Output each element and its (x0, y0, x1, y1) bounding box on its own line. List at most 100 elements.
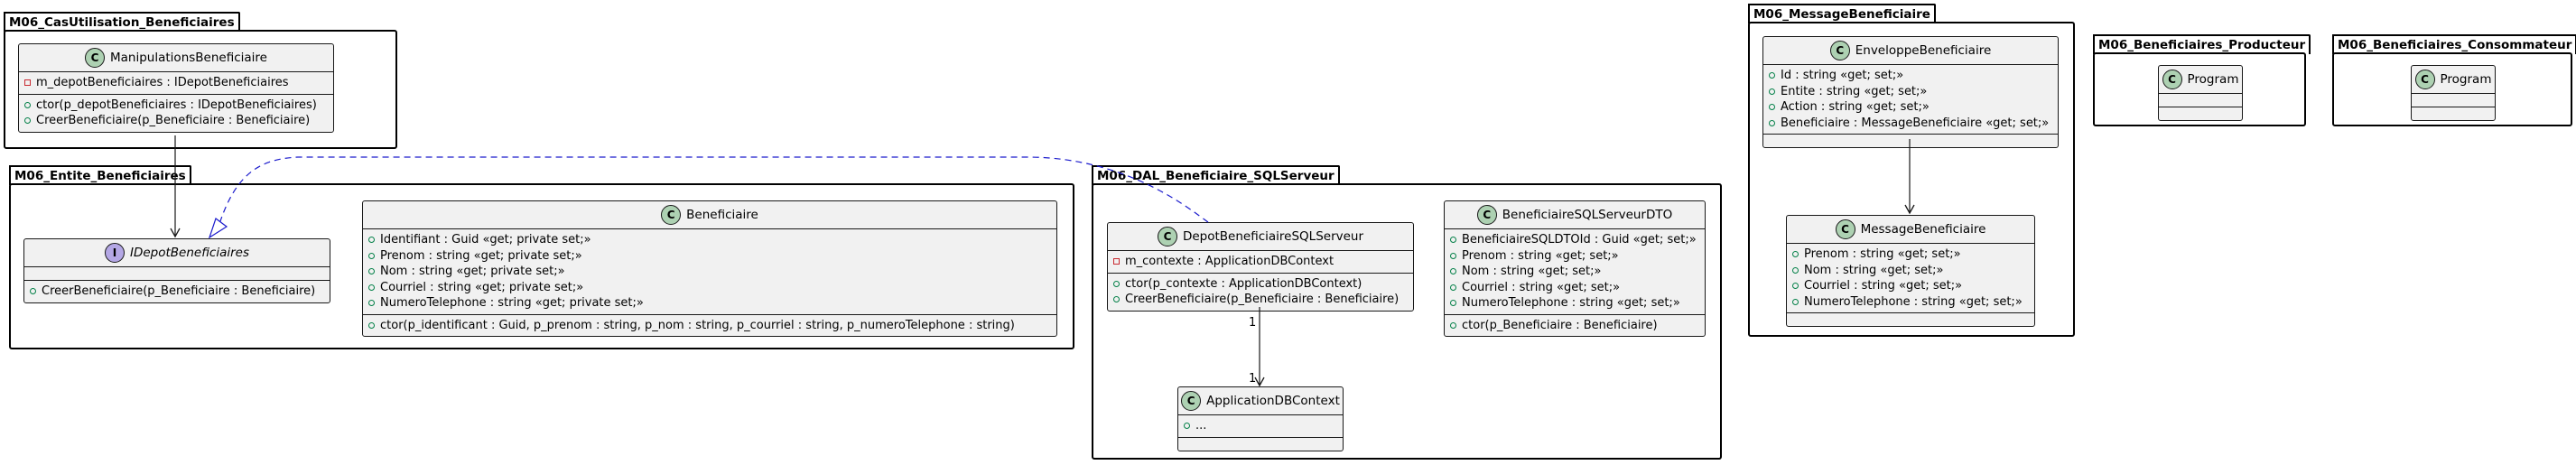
method: ctor(p_contexte : ApplicationDBContext) (1125, 276, 1362, 291)
package-title: M06_Beneficiaires_Producteur (2093, 34, 2311, 54)
public-icon (1450, 300, 1456, 307)
package-title: M06_MessageBeneficiaire (1748, 4, 1936, 23)
interface-idepot-beneficiaires[interactable]: I IDepotBeneficiaires CreerBeneficiaire(… (23, 238, 330, 303)
class-name: Program (2187, 72, 2239, 87)
methods-section: ctor(p_Beneficiaire : Beneficiaire) (1445, 315, 1705, 337)
public-icon (1450, 284, 1456, 291)
method: ctor(p_depotBeneficiaires : IDepotBenefi… (36, 98, 317, 112)
public-icon (1792, 283, 1799, 290)
class-icon: C (1157, 227, 1177, 246)
class-name: EnveloppeBeneficiaire (1855, 43, 1992, 58)
fields-section (24, 267, 330, 281)
methods-section: ctor(p_contexte : ApplicationDBContext) … (1108, 274, 1413, 311)
public-icon (1450, 237, 1456, 244)
package-title: M06_DAL_Beneficiaire_SQLServeur (1092, 165, 1340, 185)
class-message-beneficiaire[interactable]: C MessageBeneficiaire Prenom : string «g… (1786, 215, 2035, 327)
class-beneficiaire-sqlserveur-dto[interactable]: C BeneficiaireSQLServeurDTO Beneficiaire… (1444, 200, 1706, 337)
class-icon: C (2414, 70, 2435, 89)
methods-section: ctor(p_depotBeneficiaires : IDepotBenefi… (19, 95, 333, 132)
methods-section (2412, 107, 2495, 120)
public-icon (1113, 280, 1120, 287)
methods-section (2159, 107, 2242, 120)
field: Prenom : string «get; set;» (1804, 247, 1961, 261)
fields-section: Prenom : string «get; set;» Nom : string… (1787, 244, 2034, 313)
public-icon (368, 237, 375, 244)
public-icon (368, 284, 375, 291)
field: NumeroTelephone : string «get; set;» (1462, 296, 1680, 310)
class-name: DepotBeneficiaireSQLServeur (1182, 229, 1364, 244)
class-icon: C (85, 48, 106, 68)
class-icon: C (1476, 205, 1497, 225)
public-icon (1792, 251, 1799, 258)
method: ctor(p_identificant : Guid, p_prenom : s… (380, 318, 1015, 332)
class-name: Beneficiaire (686, 208, 758, 222)
method: ctor(p_Beneficiaire : Beneficiaire) (1462, 318, 1658, 332)
public-icon (368, 268, 375, 275)
field: BeneficiaireSQLDTOId : Guid «get; set;» (1462, 233, 1697, 246)
class-name: IDepotBeneficiaires (129, 246, 250, 260)
field: Beneficiaire : MessageBeneficiaire «get;… (1781, 116, 2050, 130)
class-icon: C (2162, 70, 2182, 89)
methods-section (1787, 313, 2034, 326)
class-icon: C (1181, 391, 1202, 411)
public-icon (1792, 298, 1799, 305)
field: Courriel : string «get; set;» (1804, 279, 1963, 293)
public-icon (1450, 321, 1456, 329)
method: CreerBeneficiaire(p_Beneficiaire : Benef… (36, 114, 311, 127)
class-icon: C (1835, 219, 1855, 239)
public-icon (24, 117, 31, 125)
field: Nom : string «get; set;» (1462, 265, 1602, 278)
field: NumeroTelephone : string «get; set;» (1804, 294, 2023, 309)
field: Identifiant : Guid «get; private set;» (380, 233, 591, 246)
private-icon (1113, 258, 1120, 265)
field: Courriel : string «get; private set;» (380, 280, 584, 294)
class-application-db-context[interactable]: C ApplicationDBContext ... (1177, 386, 1344, 451)
fields-section: m_depotBeneficiaires : IDepotBeneficiair… (19, 72, 333, 95)
field: Prenom : string «get; set;» (1462, 248, 1619, 263)
public-icon (30, 288, 36, 295)
field: ... (1195, 419, 1207, 432)
public-icon (1769, 104, 1775, 111)
field: NumeroTelephone : string «get; private s… (380, 296, 644, 310)
class-beneficiaire[interactable]: C Beneficiaire Identifiant : Guid «get; … (362, 200, 1057, 337)
field: Nom : string «get; private set;» (380, 265, 565, 278)
public-icon (1792, 266, 1799, 274)
public-icon (368, 321, 375, 329)
package-title: M06_Beneficiaires_Consommateur (2332, 34, 2576, 54)
public-icon (24, 101, 31, 108)
field: Id : string «get; set;» (1781, 69, 1904, 82)
methods-section: CreerBeneficiaire(p_Beneficiaire : Benef… (24, 281, 330, 302)
public-icon (368, 252, 375, 259)
public-icon (1450, 252, 1456, 259)
class-icon: C (1829, 41, 1850, 60)
class-depot-beneficiaire-sqlserveur[interactable]: C DepotBeneficiaireSQLServeur m_contexte… (1107, 222, 1414, 312)
package-title: M06_Entite_Beneficiaires (9, 165, 191, 185)
public-icon (1450, 268, 1456, 275)
methods-section: ctor(p_identificant : Guid, p_prenom : s… (363, 315, 1056, 337)
methods-section (1763, 135, 2058, 147)
public-icon (1184, 423, 1190, 430)
method: CreerBeneficiaire(p_Beneficiaire : Benef… (1125, 293, 1400, 306)
class-name: ApplicationDBContext (1206, 394, 1340, 408)
field: m_depotBeneficiaires : IDepotBeneficiair… (36, 76, 289, 89)
public-icon (1769, 119, 1775, 126)
class-manipulations-beneficiaire[interactable]: C ManipulationsBeneficiaire m_depotBenef… (18, 43, 334, 133)
class-name: Program (2440, 72, 2492, 87)
class-enveloppe-beneficiaire[interactable]: C EnveloppeBeneficiaire Id : string «get… (1762, 36, 2059, 148)
fields-section: Identifiant : Guid «get; private set;» P… (363, 229, 1056, 315)
field: Nom : string «get; set;» (1804, 263, 1944, 277)
class-program-producteur[interactable]: C Program (2158, 65, 2243, 121)
fields-section: Id : string «get; set;» Entite : string … (1763, 65, 2058, 135)
class-name: ManipulationsBeneficiaire (110, 51, 267, 65)
class-name: MessageBeneficiaire (1860, 222, 1986, 237)
interface-icon: I (104, 243, 125, 263)
field: Prenom : string «get; private set;» (380, 248, 582, 263)
method: CreerBeneficiaire(p_Beneficiaire : Benef… (42, 284, 316, 298)
class-program-consommateur[interactable]: C Program (2411, 65, 2496, 121)
public-icon (368, 300, 375, 307)
fields-section: ... (1178, 415, 1343, 438)
class-name: BeneficiaireSQLServeurDTO (1502, 208, 1673, 222)
package-title: M06_CasUtilisation_Beneficiaires (4, 12, 240, 32)
methods-section (1178, 438, 1343, 451)
fields-section: BeneficiaireSQLDTOId : Guid «get; set;» … (1445, 229, 1705, 315)
